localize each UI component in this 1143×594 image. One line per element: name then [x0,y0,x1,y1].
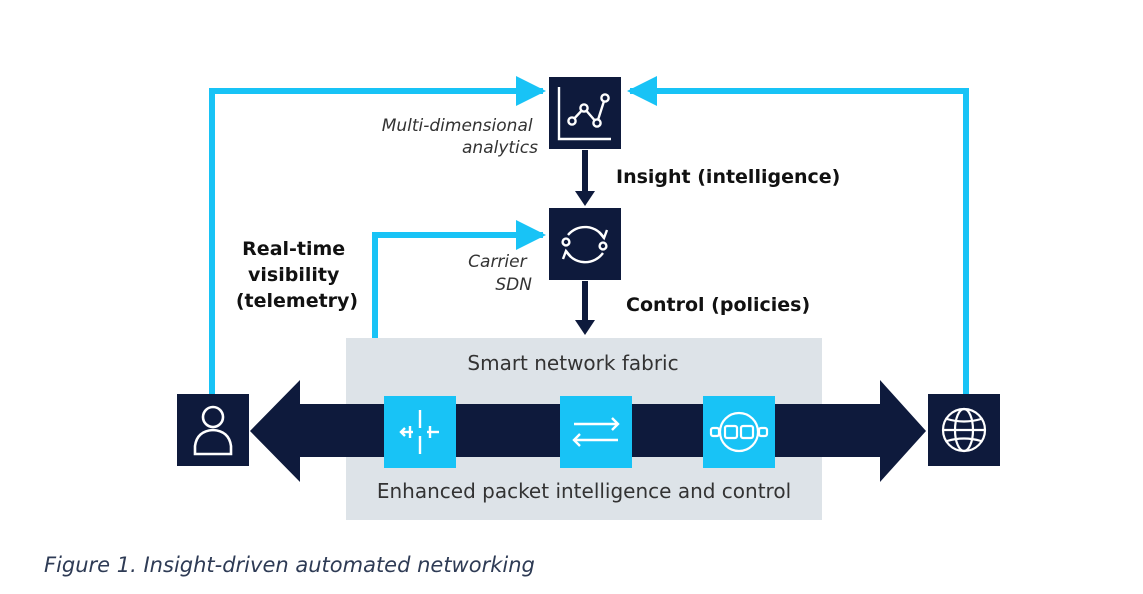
fabric-packet-node [703,396,775,468]
telemetry-loop-left [209,76,546,394]
refresh-cycle-icon [561,225,609,264]
globe-icon [941,407,987,453]
packet-chain-icon [709,411,769,453]
fabric-split-node [384,396,456,468]
insight-label: Insight (intelligence) [616,166,840,188]
split-icon [399,410,439,454]
fabric-subtitle: Enhanced packet intelligence and control [377,479,791,503]
user-node [177,394,249,466]
internet-node [928,394,1000,466]
sdn-label: Carrier SDN [468,252,532,295]
fabric-title: Smart network fabric [467,351,678,375]
control-label: Control (policies) [626,294,810,316]
analytics-node [549,77,621,149]
insight-down-arrow [575,150,595,206]
control-down-arrow [575,281,595,335]
telemetry-loop-inner [372,220,546,338]
fabric-exchange-node [560,396,632,468]
sdn-node [549,208,621,280]
exchange-arrows-icon [572,417,620,447]
figure-caption: Figure 1. Insight-driven automated netwo… [44,553,535,577]
telemetry-loop-right [627,76,969,394]
visibility-label: Real-time visibility (telemetry) [236,238,358,312]
user-icon [193,405,233,456]
analytics-label: Multi-dimensional analytics [382,116,538,158]
line-graph-icon [557,87,611,141]
